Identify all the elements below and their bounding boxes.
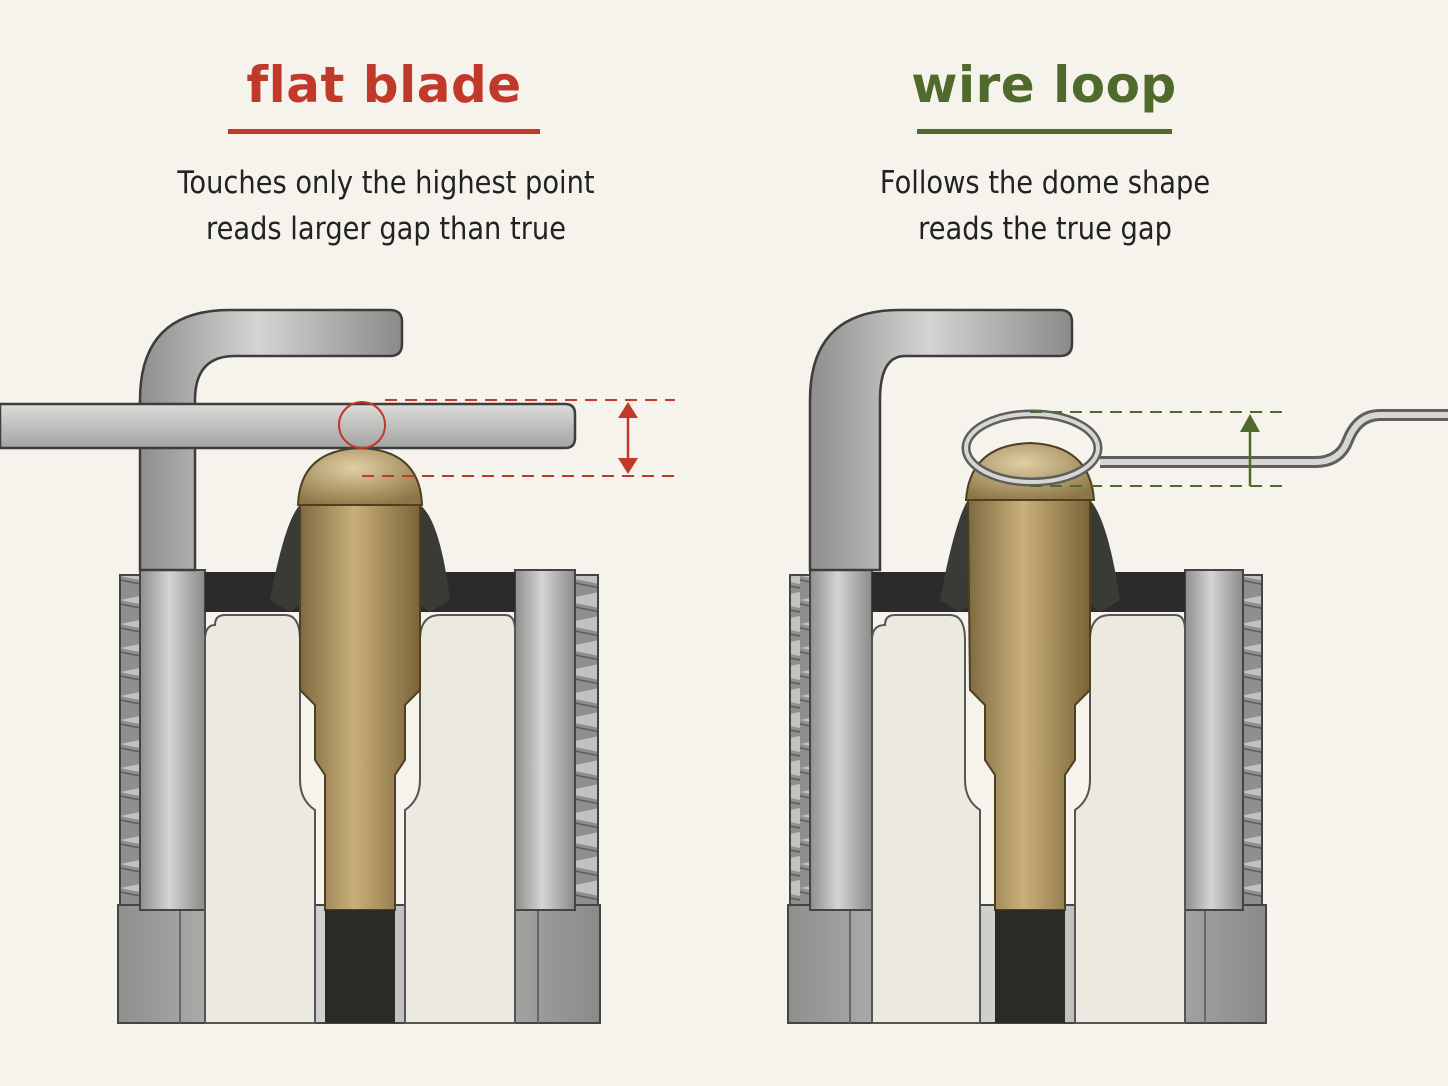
- right-ground-electrode: [808, 308, 1074, 572]
- flat-blade-gauge: [0, 402, 577, 450]
- flat-blade-underline: [228, 129, 540, 134]
- wire-loop-caption-line-1: Follows the dome shape: [879, 165, 1211, 201]
- flat-blade-caption-line-1: Touches only the highest point: [177, 165, 595, 201]
- flat-blade-gap-measurement: [362, 399, 675, 477]
- contact-point-circle: [338, 401, 386, 449]
- right-center-electrode: [966, 499, 1091, 911]
- left-shell-wall-right: [514, 569, 576, 911]
- left-center-electrode: [299, 504, 421, 911]
- flat-blade-plug: [117, 308, 601, 1024]
- flat-blade-caption: Touches only the highest point reads lar…: [122, 160, 650, 252]
- left-insulator: [204, 614, 316, 1024]
- right-shell-wall-left: [809, 569, 873, 911]
- right-shell-wall-right: [1184, 569, 1244, 911]
- right-insulator: [871, 614, 981, 1024]
- left-shell-wall-left: [139, 569, 206, 911]
- wire-loop-caption-line-2: reads the true gap: [918, 211, 1172, 247]
- wire-loop-gauge: [961, 409, 1448, 487]
- wire-loop-plug: [787, 308, 1267, 1024]
- wire-loop-underline: [917, 129, 1172, 134]
- wire-loop-title: wire loop: [911, 56, 1177, 114]
- wire-loop-gap-measurement: [1030, 411, 1290, 487]
- flat-blade-title: flat blade: [246, 56, 522, 114]
- wire-loop-caption: Follows the dome shape reads the true ga…: [781, 160, 1309, 252]
- flat-blade-caption-line-2: reads larger gap than true: [205, 211, 567, 247]
